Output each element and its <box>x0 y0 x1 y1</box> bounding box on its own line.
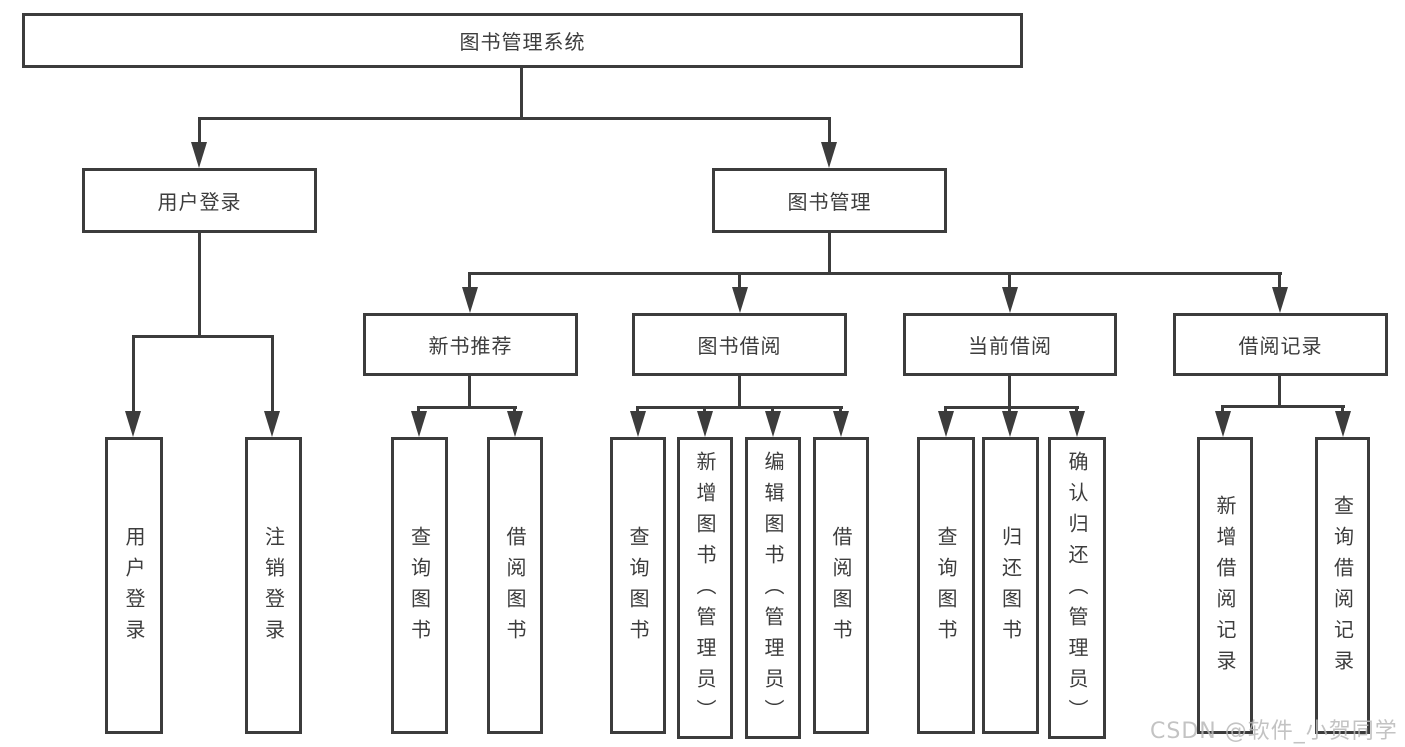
leaf-borrow-books: 借阅图书 <box>813 437 869 734</box>
arrowhead-icon <box>507 411 523 437</box>
leaf-return-books: 归还图书 <box>982 437 1039 734</box>
connector-drop-book-borrow <box>738 272 741 290</box>
connector-drop <box>703 406 706 414</box>
connector-current-stem <box>1008 376 1011 409</box>
connector-drop <box>1008 406 1011 414</box>
connector-borrow-bar <box>636 406 843 409</box>
connector-drop <box>513 406 516 414</box>
leaf-add-books-admin: 新增图书（管理员） <box>677 437 733 739</box>
connector-drop-current-borrow <box>1008 272 1011 290</box>
arrowhead-icon <box>411 411 427 437</box>
csdn-watermark: CSDN @软件_小贺同学 <box>1150 719 1398 744</box>
leaf-add-borrow-record: 新增借阅记录 <box>1197 437 1253 734</box>
connector-current-bar <box>944 406 1079 409</box>
connector-drop <box>1075 406 1078 414</box>
node-user-login: 用户登录 <box>82 168 317 233</box>
arrowhead-icon <box>821 142 837 168</box>
node-new-book-recommend: 新书推荐 <box>363 313 578 376</box>
connector-drop <box>1221 405 1224 413</box>
leaf-user-login: 用户登录 <box>105 437 163 734</box>
arrowhead-icon <box>938 411 954 437</box>
leaf-query-borrow-record: 查询借阅记录 <box>1315 437 1370 734</box>
connector-records-stem <box>1278 375 1281 408</box>
connector-drop <box>1341 405 1344 413</box>
connector-borrow-stem <box>738 376 741 409</box>
node-library-management-system: 图书管理系统 <box>22 13 1023 68</box>
node-book-borrowing: 图书借阅 <box>632 313 847 376</box>
node-borrowing-records: 借阅记录 <box>1173 313 1388 376</box>
connector-user-login-bar <box>132 335 274 338</box>
connector-drop-borrow-records <box>1278 272 1281 290</box>
arrowhead-icon <box>1335 411 1351 437</box>
connector-drop <box>771 406 774 414</box>
arrowhead-icon <box>191 142 207 168</box>
arrowhead-icon <box>1215 411 1231 437</box>
connector-user-login-stem <box>198 232 201 337</box>
arrowhead-icon <box>1002 411 1018 437</box>
leaf-logout: 注销登录 <box>245 437 302 734</box>
arrowhead-icon <box>264 411 280 437</box>
connector-drop-book-mgmt <box>828 117 831 144</box>
arrowhead-icon <box>630 411 646 437</box>
arrowhead-icon <box>833 411 849 437</box>
connector-drop-new-book-rec <box>468 272 471 290</box>
leaf-confirm-return-admin: 确认归还（管理员） <box>1048 437 1106 739</box>
arrowhead-icon <box>697 411 713 437</box>
connector-drop <box>839 406 842 414</box>
leaf-borrow-books-rec: 借阅图书 <box>487 437 543 734</box>
connector-root-stem <box>520 68 523 118</box>
node-current-borrowing: 当前借阅 <box>903 313 1117 376</box>
leaf-query-books-current: 查询图书 <box>917 437 975 734</box>
connector-drop <box>417 406 420 414</box>
leaf-edit-books-admin: 编辑图书（管理员） <box>745 437 801 739</box>
connector-rec-stem <box>468 376 471 409</box>
connector-drop-user-login <box>198 117 201 144</box>
arrowhead-icon <box>1002 287 1018 313</box>
connector-drop <box>944 406 947 414</box>
node-book-management: 图书管理 <box>712 168 947 233</box>
arrowhead-icon <box>1069 411 1085 437</box>
leaf-query-books-borrow: 查询图书 <box>610 437 666 734</box>
connector-rec-bar <box>417 406 517 409</box>
connector-drop-leaf-login <box>132 335 135 413</box>
connector-book-mgmt-stem <box>828 232 831 274</box>
arrowhead-icon <box>462 287 478 313</box>
arrowhead-icon <box>765 411 781 437</box>
connector-book-mgmt-bar <box>468 272 1282 275</box>
arrowhead-icon <box>125 411 141 437</box>
arrowhead-icon <box>732 287 748 313</box>
connector-records-bar <box>1221 405 1345 408</box>
arrowhead-icon <box>1272 287 1288 313</box>
leaf-query-books-rec: 查询图书 <box>391 437 448 734</box>
connector-drop <box>636 406 639 414</box>
connector-drop-leaf-logout <box>271 335 274 413</box>
connector-root-bar <box>198 117 831 120</box>
